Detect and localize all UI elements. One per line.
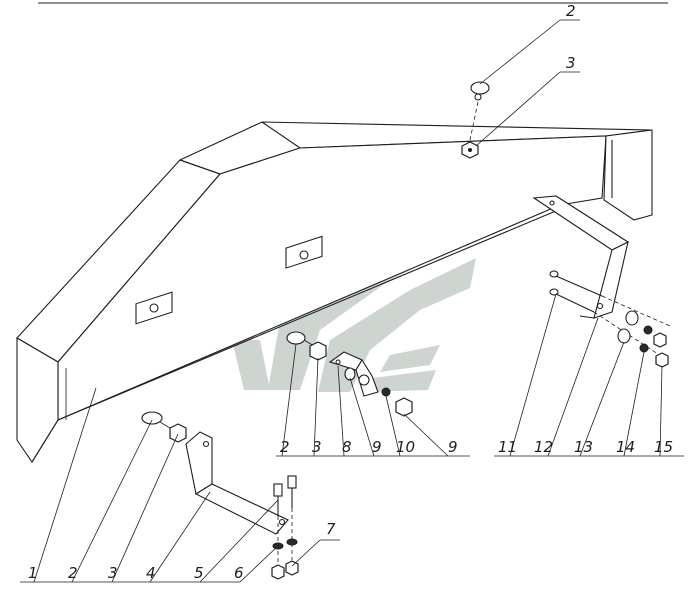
nut-middle [309, 341, 327, 361]
bracket-lower [185, 431, 289, 535]
callout-mid-2: 2 [280, 438, 290, 456]
callout-15: 15 [654, 438, 673, 456]
callout-2: 2 [68, 564, 78, 582]
callout-6: 6 [234, 564, 244, 582]
callout-8: 8 [342, 438, 352, 456]
nut-end-middle [395, 397, 413, 417]
callout-14: 14 [616, 438, 635, 456]
spacer-middle [358, 374, 370, 386]
callout-4: 4 [146, 564, 156, 582]
callout-1: 1 [28, 564, 38, 582]
mounting-slot [135, 291, 173, 325]
callout-5: 5 [194, 564, 204, 582]
callout-9b: 9 [448, 438, 458, 456]
callout-top-3: 3 [566, 54, 576, 72]
bolt-top [469, 81, 490, 141]
fender-body [16, 121, 653, 464]
callout-13: 13 [574, 438, 593, 456]
nut-top [461, 141, 479, 159]
callout-9a: 9 [372, 438, 382, 456]
callout-10: 10 [396, 438, 415, 456]
leader-lines [20, 19, 684, 583]
callout-11: 11 [498, 438, 517, 456]
nut-left [169, 423, 187, 443]
callout-mid-3: 3 [312, 438, 322, 456]
bolts-lower [271, 475, 299, 580]
washer-middle [344, 367, 356, 381]
bolts-right [549, 270, 671, 368]
callout-3: 3 [108, 564, 118, 582]
callout-7: 7 [326, 520, 336, 538]
lock-washer-middle [381, 387, 391, 397]
callout-labels: 2 3 1 2 3 4 5 6 7 2 3 8 9 10 9 11 12 13 … [28, 2, 673, 582]
callout-top-2: 2 [566, 2, 576, 20]
callout-12: 12 [534, 438, 553, 456]
bolt-left [141, 411, 171, 429]
mounting-slot [285, 235, 323, 269]
